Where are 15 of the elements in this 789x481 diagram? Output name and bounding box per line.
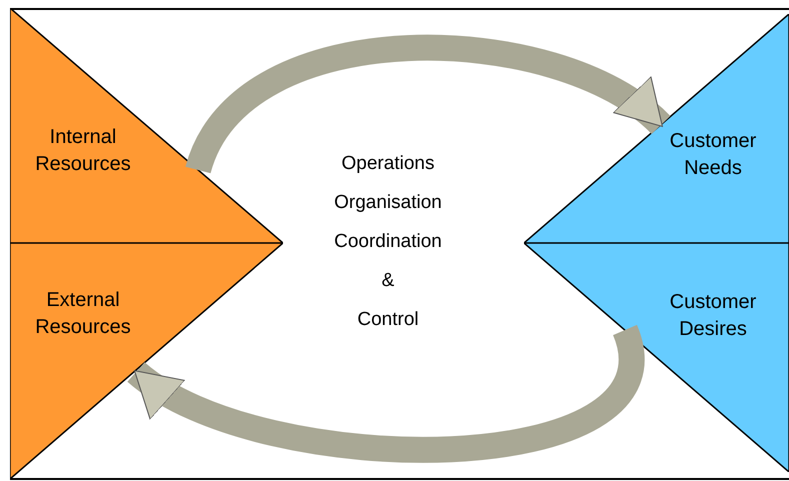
center-text: & (382, 269, 394, 293)
segment-label: Internal Resources (34, 125, 132, 177)
triangle-segment (10, 8, 283, 243)
segment-label: Customer Needs (668, 129, 758, 181)
triangle-segment (524, 243, 789, 472)
triangle-segment (524, 14, 789, 243)
segment-label: External Resources (34, 288, 132, 340)
center-text: Operations (342, 152, 434, 176)
triangle-segment (10, 243, 283, 479)
curved-arrow (186, 35, 670, 176)
segment-label: Customer Desires (668, 290, 758, 342)
curved-arrow (128, 328, 644, 462)
center-text: Coordination (334, 230, 442, 254)
center-text: Organisation (334, 191, 442, 215)
center-text: Control (357, 308, 419, 332)
